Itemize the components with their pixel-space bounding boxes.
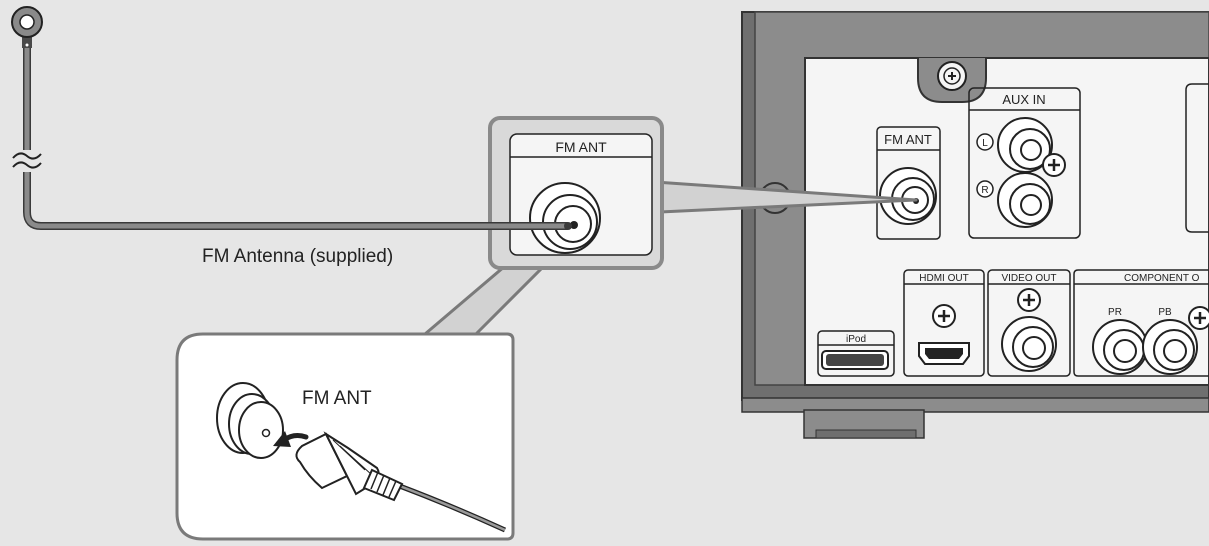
panel-ipod-section: iPod <box>817 330 895 377</box>
component-pr-label: PR <box>1108 307 1122 318</box>
ipod-port[interactable] <box>821 350 889 370</box>
component-pb-label: PB <box>1158 307 1172 318</box>
aux-right-label: R <box>981 185 988 196</box>
callout-fm-ant-label: FM ANT <box>302 388 372 409</box>
panel-fm-ant-label: FM ANT <box>884 132 932 147</box>
cable-break-icon <box>12 152 42 169</box>
panel-aux-in-label: AUX IN <box>1002 92 1045 107</box>
panel-aux-in-section: AUX IN L R <box>968 87 1081 239</box>
component-screw-icon <box>1188 306 1209 330</box>
aux-left-label: L <box>982 138 988 149</box>
zoom-inset: FM ANT <box>488 116 664 270</box>
panel-video-out-label: VIDEO OUT <box>1001 273 1056 284</box>
zoom-fm-ant-jack[interactable] <box>529 182 601 254</box>
hdmi-out-port[interactable] <box>918 342 970 365</box>
panel-component-out-label: COMPONENT O <box>1124 273 1200 284</box>
panel-partial-section <box>1185 83 1209 233</box>
aux-right-marker <box>976 180 994 198</box>
component-pb-jack[interactable] <box>1142 319 1198 375</box>
antenna-plug-icon <box>295 431 507 533</box>
hdmi-screw-icon <box>932 304 956 328</box>
callout-fm-ant-jack[interactable] <box>216 382 284 459</box>
panel-ipod-label: iPod <box>846 334 866 345</box>
antenna-caption: FM Antenna (supplied) <box>202 246 393 267</box>
callout-bubble: FM ANT <box>175 332 515 541</box>
panel-video-out-section: VIDEO OUT <box>987 269 1071 377</box>
insert-arrow-icon <box>273 431 309 447</box>
aux-right-jack[interactable] <box>997 172 1053 228</box>
aux-left-jack[interactable] <box>997 117 1053 173</box>
top-screw-icon <box>937 61 967 91</box>
panel-fm-ant-jack[interactable] <box>879 167 937 225</box>
aux-ground-screw-icon <box>1042 153 1066 177</box>
panel-component-out-section: COMPONENT O PR PB <box>1073 269 1209 377</box>
video-screw-icon <box>1017 288 1041 312</box>
panel-hdmi-out-label: HDMI OUT <box>919 273 968 284</box>
video-out-jack[interactable] <box>1001 316 1057 372</box>
panel-hdmi-out-section: HDMI OUT <box>903 269 985 377</box>
fm-antenna-cable <box>12 48 572 230</box>
device-rear-panel <box>741 11 1209 439</box>
antenna-end-icon <box>11 6 43 48</box>
aux-left-marker <box>976 133 994 151</box>
zoom-fm-ant-label: FM ANT <box>555 139 607 155</box>
component-pr-jack[interactable] <box>1092 319 1148 375</box>
